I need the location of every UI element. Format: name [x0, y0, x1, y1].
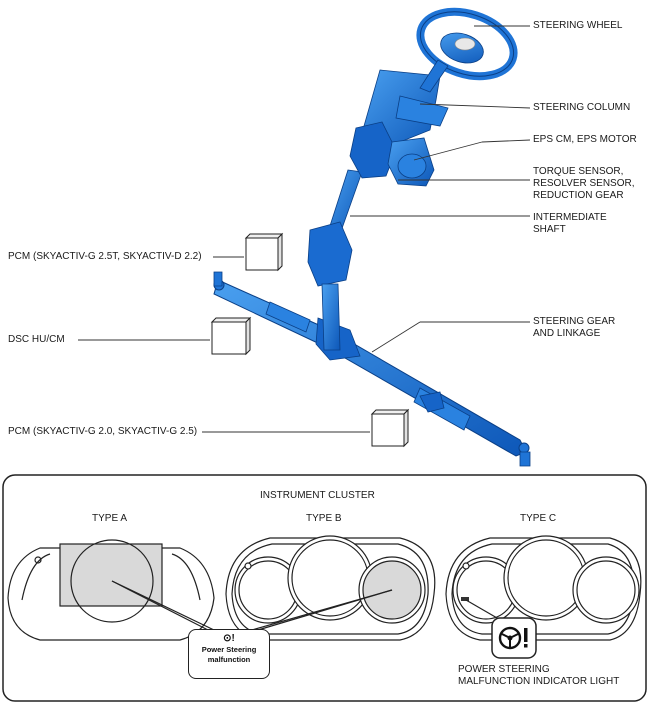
pcm-top-box — [244, 232, 284, 272]
dsc-hu-cm-box — [210, 316, 252, 356]
cluster-type-c — [445, 535, 642, 641]
pcm-bottom-box — [370, 408, 410, 448]
label-eps-cm-motor: EPS CM, EPS MOTOR — [533, 134, 637, 145]
label-pcm-bottom: PCM (SKYACTIV-G 2.0, SKYACTIV-G 2.5) — [8, 426, 198, 437]
type-b-label: TYPE B — [306, 513, 342, 524]
label-steering-wheel: STEERING WHEEL — [533, 20, 623, 31]
cluster-type-b — [225, 535, 436, 641]
label-torque-sensor: TORQUE SENSOR, RESOLVER SENSOR, REDUCTIO… — [533, 166, 635, 201]
label-pcm-top: PCM (SKYACTIV-G 2.5T, SKYACTIV-D 2.2) — [8, 251, 202, 262]
indicator-light-label: POWER STEERING MALFUNCTION INDICATOR LIG… — [458, 664, 620, 687]
label-steering-gear: STEERING GEAR AND LINKAGE — [533, 316, 616, 339]
steering-wheel — [416, 7, 518, 93]
cluster-title: INSTRUMENT CLUSTER — [260, 490, 375, 501]
steering-warning-icon — [491, 617, 537, 659]
label-dsc-hu-cm: DSC HU/CM — [8, 334, 65, 345]
cluster-type-a — [7, 539, 215, 641]
steering-warning-small-icon: ⊙! — [223, 633, 235, 644]
steering-column — [349, 69, 449, 179]
steering-assembly — [213, 7, 531, 467]
intermediate-shaft — [307, 169, 363, 351]
leader-lines — [78, 25, 531, 433]
eps-motor — [387, 137, 435, 187]
type-c-label: TYPE C — [520, 513, 557, 524]
instrument-cluster-frame — [2, 474, 647, 702]
type-a-label: TYPE A — [92, 513, 128, 524]
label-intermediate-shaft: INTERMEDIATE SHAFT — [533, 212, 607, 235]
power-steering-callout: ⊙! Power Steering malfunction — [188, 629, 270, 679]
label-steering-column: STEERING COLUMN — [533, 102, 631, 113]
